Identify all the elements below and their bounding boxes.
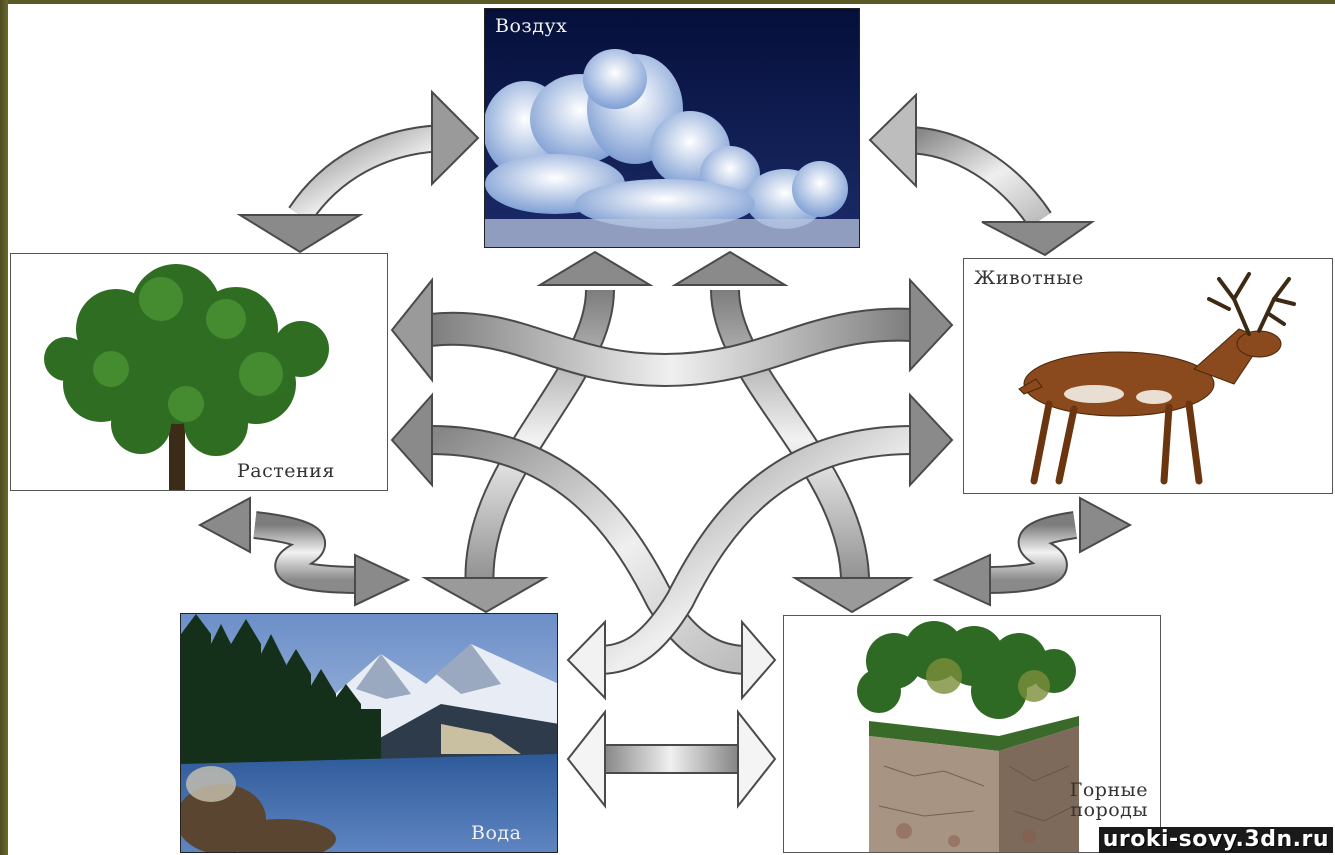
- arrow-animals-rocks: [935, 498, 1130, 605]
- rocks-label-line2: породы: [1070, 801, 1148, 821]
- water-label: Вода: [471, 824, 521, 844]
- river-mountains-image: [181, 614, 558, 853]
- deer-image: [964, 259, 1333, 494]
- air-label: Воздух: [495, 17, 567, 37]
- arrow-air-animals: [870, 95, 1092, 255]
- node-water: Вода: [180, 613, 558, 853]
- arrow-air-plants: [240, 92, 478, 252]
- rocks-label: Горные породы: [1070, 781, 1148, 821]
- arrow-plants-animals: [392, 280, 952, 380]
- arrow-water-rocks: [568, 712, 775, 806]
- clouds-image: [485, 9, 860, 248]
- arrow-plants-water: [200, 498, 408, 605]
- watermark: uroki-sovy.3dn.ru: [1099, 827, 1333, 853]
- tree-image: [11, 254, 388, 491]
- plants-label: Растения: [237, 462, 335, 482]
- node-rocks: Горные породы: [783, 615, 1161, 853]
- node-plants: Растения: [10, 253, 388, 491]
- node-air: Воздух: [484, 8, 860, 248]
- animals-label: Животные: [974, 269, 1084, 289]
- rocks-label-line1: Горные: [1070, 781, 1148, 801]
- node-animals: Животные: [963, 258, 1333, 494]
